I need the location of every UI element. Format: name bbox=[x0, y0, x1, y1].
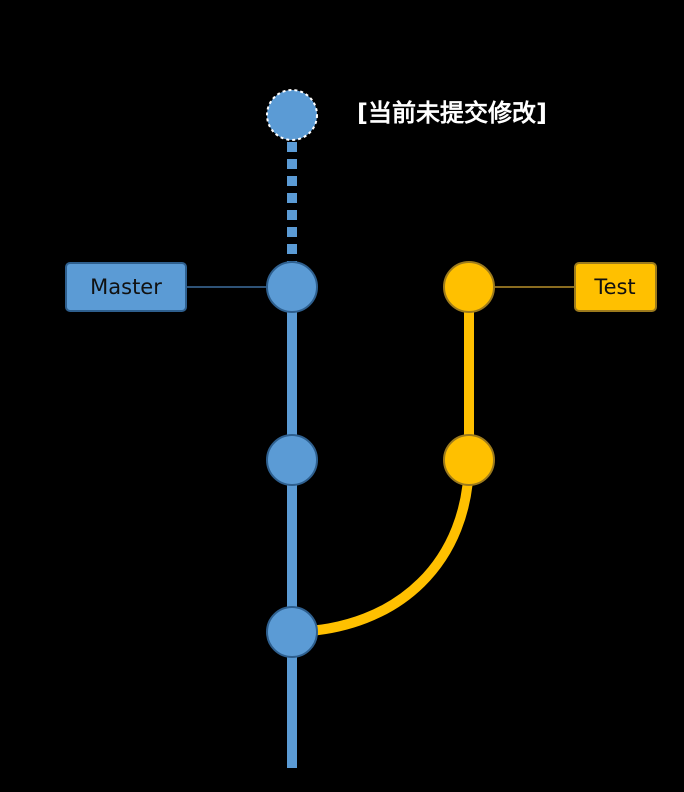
test-branch-line bbox=[291, 287, 474, 637]
test-commit-head bbox=[443, 261, 495, 313]
master-commit bbox=[266, 434, 318, 486]
master-branch-label-text: Master bbox=[90, 275, 162, 299]
test-commit bbox=[443, 434, 495, 486]
uncommitted-changes-node bbox=[266, 89, 318, 141]
test-branch-label: Test bbox=[574, 262, 657, 312]
master-branch-label: Master bbox=[65, 262, 187, 312]
uncommitted-changes-note: [当前未提交修改] bbox=[357, 99, 547, 127]
master-commit-branch-point bbox=[266, 606, 318, 658]
master-commit-head bbox=[266, 261, 318, 313]
test-branch-label-text: Test bbox=[593, 275, 635, 299]
